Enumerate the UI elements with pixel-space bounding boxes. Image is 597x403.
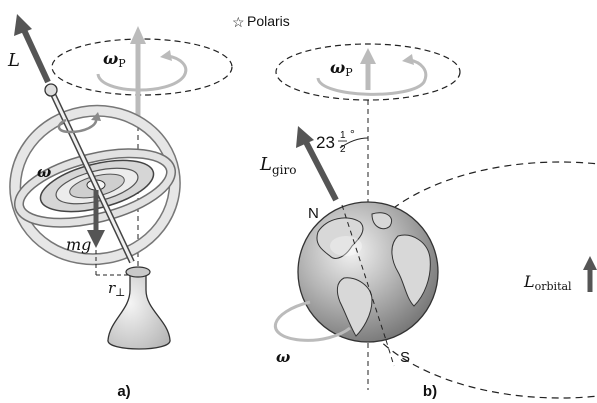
L-label-a: L [7, 50, 20, 71]
mg-label: mg [66, 235, 91, 254]
north-pole-label: N [308, 205, 319, 222]
omega-label-a: ω [37, 163, 51, 181]
omega-label-b: ω [276, 348, 290, 366]
orbital-momentum-arrowhead [583, 256, 597, 270]
omega-p-label-b: ωP [330, 58, 353, 79]
svg-text:23: 23 [316, 133, 335, 152]
panel-a: ωP L ω mg r⊥ a) [3, 14, 232, 400]
svg-text:°: ° [350, 127, 355, 141]
omega-p-arrowhead-b [360, 48, 376, 64]
omega-p-label-a: ωP [103, 49, 126, 70]
precession-rotation-arrowhead-b [402, 54, 414, 65]
south-pole-label: S [400, 349, 410, 366]
L-orbital-label: Lorbital [523, 272, 572, 293]
r-perp-label: r⊥ [108, 279, 126, 299]
caption-a: a) [117, 383, 130, 400]
star-icon: ☆ [232, 14, 245, 30]
L-giro-label: Lgiro [259, 154, 296, 177]
polaris-label: Polaris [247, 13, 290, 29]
precession-orbit-a [52, 39, 232, 95]
gyro-axle-knob [45, 84, 57, 96]
caption-b: b) [423, 383, 437, 400]
precession-rotation-arrowhead-a [160, 50, 172, 61]
panel-b: ☆ Polaris ωP Lgiro 23 1 [232, 13, 597, 400]
svg-text:2: 2 [340, 144, 346, 155]
angular-momentum-vector-a [24, 30, 48, 82]
gyro-stand [108, 272, 170, 349]
omega-p-arrowhead-a [130, 26, 146, 44]
tilt-angle-label: 23 1 2 ° [316, 127, 355, 155]
svg-text:1: 1 [340, 130, 346, 141]
